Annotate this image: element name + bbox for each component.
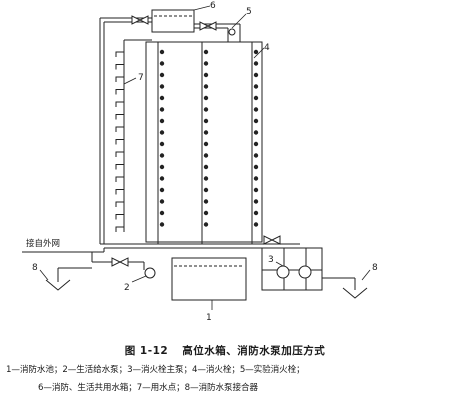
hydrant-icon xyxy=(203,210,209,216)
fire-water-pool xyxy=(171,257,247,301)
hydrant-icon xyxy=(253,199,259,204)
hydrant-icon xyxy=(203,222,209,227)
hydrant-icon xyxy=(203,95,209,101)
hydrant-icon xyxy=(203,72,209,78)
hydrant-icon xyxy=(203,187,209,193)
hydrant-icon xyxy=(203,84,209,89)
use-point-icon xyxy=(115,64,124,70)
hydrant-icon xyxy=(253,210,259,216)
hydrant-icon xyxy=(159,164,165,170)
hydrant-icon xyxy=(253,222,259,227)
hydrant-icon xyxy=(253,118,259,124)
hydrant-icon xyxy=(159,153,165,158)
use-point-icon xyxy=(115,164,124,170)
use-point-icon xyxy=(115,76,124,82)
hydrant-icon xyxy=(203,141,209,147)
fire-pump-icon xyxy=(298,265,312,279)
hydrant-icon xyxy=(253,153,259,158)
hydrant-icon xyxy=(253,176,259,181)
use-point-icon xyxy=(115,126,124,132)
hydrant-icon xyxy=(159,130,165,135)
hydrant-icon xyxy=(203,153,209,158)
callout-4: 4 xyxy=(264,43,270,53)
legend-line-2: 6—消防、生活共用水箱；7—用水点；8—消防水泵接合器 xyxy=(38,383,258,393)
use-point-icon xyxy=(115,89,124,95)
test-hydrant-icon xyxy=(228,28,236,36)
domestic-pump-icon xyxy=(144,267,156,279)
hydrant-icon xyxy=(159,61,165,66)
callout-5: 5 xyxy=(246,7,252,17)
hydrant-icon xyxy=(203,61,209,66)
hydrant-icon xyxy=(253,187,259,193)
hydrant-icon xyxy=(159,210,165,216)
hydrant-icon xyxy=(253,130,259,135)
hydrant-icon xyxy=(203,118,209,124)
hydrant-icon xyxy=(253,107,259,112)
use-point-icon xyxy=(115,101,124,107)
figure-caption: 图 1-12 高位水箱、消防水泵加压方式 xyxy=(0,343,450,358)
figure-title: 高位水箱、消防水泵加压方式 xyxy=(182,345,326,357)
hydrant-icon xyxy=(203,130,209,135)
hydrant-icon xyxy=(159,187,165,193)
hydrant-icon xyxy=(253,61,259,66)
hydrant-icon xyxy=(159,222,165,227)
hydrant-icon xyxy=(253,49,259,55)
hydrant-icon xyxy=(253,72,259,78)
hydrant-icon xyxy=(253,164,259,170)
hydrant-icon xyxy=(253,95,259,101)
hydrant-icon xyxy=(203,107,209,112)
callout-6: 6 xyxy=(210,1,216,11)
hydrant-icon xyxy=(159,49,165,55)
hydrant-icon xyxy=(159,199,165,204)
callout-3: 3 xyxy=(268,255,274,265)
hydrant-icon xyxy=(253,141,259,147)
use-point-icon xyxy=(115,201,124,207)
hydrant-icon xyxy=(159,107,165,112)
hydrant-icon xyxy=(159,118,165,124)
callout-7: 7 xyxy=(138,73,144,83)
hydrant-icon xyxy=(203,199,209,204)
inlet-label: 接自外网 xyxy=(26,238,60,249)
building-outline xyxy=(145,41,263,243)
hydrant-icon xyxy=(203,176,209,181)
valve-icon xyxy=(131,15,149,25)
legend-line-1: 1—消防水池；2—生活给水泵；3—消火栓主泵；4—消火栓；5—实验消火栓； xyxy=(6,365,305,375)
fire-pump-icon xyxy=(276,265,290,279)
callout-8-left: 8 xyxy=(32,263,38,273)
use-point-icon xyxy=(115,189,124,195)
hydrant-icon xyxy=(159,176,165,181)
valve-icon xyxy=(199,21,217,31)
figure-number: 图 1-12 xyxy=(124,345,169,357)
hydrant-icon xyxy=(159,84,165,89)
hydrant-icon xyxy=(203,164,209,170)
callout-2: 2 xyxy=(124,283,130,293)
callout-8-right: 8 xyxy=(372,263,378,273)
use-point-icon xyxy=(115,226,124,232)
use-point-icon xyxy=(115,151,124,157)
use-point-icon xyxy=(115,51,124,57)
pump-adapter-icon xyxy=(45,279,71,291)
use-point-icon xyxy=(115,214,124,220)
valve-icon xyxy=(111,257,129,267)
hydrant-icon xyxy=(159,72,165,78)
hydrant-icon xyxy=(159,95,165,101)
use-point-icon xyxy=(115,139,124,145)
use-point-icon xyxy=(115,176,124,182)
roof-water-tank xyxy=(151,9,195,33)
valve-icon xyxy=(263,235,281,245)
hydrant-icon xyxy=(203,49,209,55)
hydrant-icon xyxy=(253,84,259,89)
pump-adapter-icon xyxy=(342,287,368,299)
callout-1: 1 xyxy=(206,313,212,323)
use-point-icon xyxy=(115,114,124,120)
hydrant-icon xyxy=(159,141,165,147)
water-supply-diagram: 1 2 3 4 5 6 7 8 8 接自外网 xyxy=(22,1,378,323)
